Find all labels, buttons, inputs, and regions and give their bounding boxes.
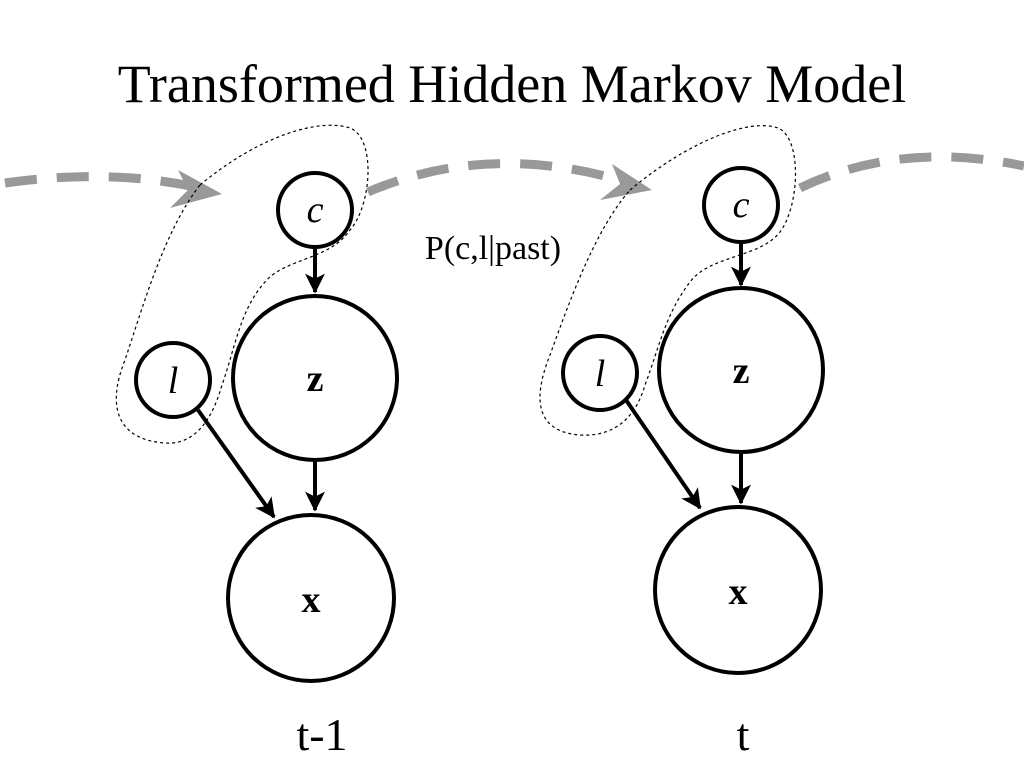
node-c: c — [702, 166, 780, 244]
temporal-flow — [4, 152, 1024, 208]
node-z-label: z — [733, 350, 750, 392]
time-slice-t-1: c l z x t-1 — [115, 124, 399, 760]
node-x-label: x — [729, 571, 748, 613]
time-slice-t: c l z x t — [539, 125, 825, 760]
time-label-t: t — [737, 709, 750, 760]
flow-arrow-into-t — [366, 159, 632, 197]
flow-arrowhead-t-1 — [170, 170, 222, 208]
cl-region-outline — [539, 125, 797, 436]
node-z: z — [657, 286, 825, 454]
node-z-label: z — [307, 358, 324, 400]
diagram-title: Transformed Hidden Markov Model — [118, 54, 906, 114]
cl-region-outline — [115, 124, 369, 444]
node-l: l — [561, 334, 639, 412]
node-l: l — [134, 341, 212, 419]
transition-probability-label: P(c,l|past) — [425, 230, 561, 267]
node-c-label: c — [307, 189, 324, 231]
flow-arrow-into-t-1 — [4, 172, 201, 193]
node-c: c — [276, 171, 354, 249]
node-x-label: x — [302, 579, 321, 621]
edge-l-to-x — [624, 398, 702, 510]
node-l-label: l — [168, 360, 179, 402]
node-l-label: l — [595, 353, 606, 395]
node-z: z — [231, 294, 399, 462]
flow-arrowhead-t — [600, 164, 652, 200]
edge-l-to-x — [196, 408, 276, 519]
node-x: x — [653, 505, 823, 675]
flow-arrow-out-of-t — [798, 152, 1024, 193]
node-x: x — [226, 513, 396, 683]
time-label-t-1: t-1 — [296, 709, 347, 760]
node-c-label: c — [733, 184, 750, 226]
